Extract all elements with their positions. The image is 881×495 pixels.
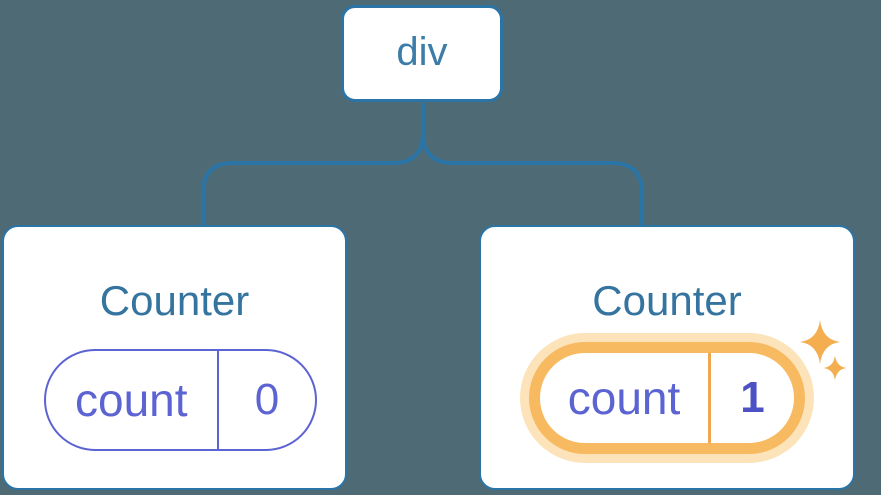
root-node: div (341, 5, 503, 102)
counter-left-title: Counter (99, 277, 250, 324)
counter-node-right: Counter count 1 (479, 225, 855, 490)
state-pill-highlighted: count 1 (529, 342, 805, 454)
state-value: 0 (254, 375, 280, 424)
sparkle-small-icon (823, 355, 847, 381)
sparkle-large-icon (800, 320, 840, 364)
sparkle-icon (800, 320, 847, 381)
counter-right-title: Counter (592, 277, 742, 324)
pill-divider (708, 353, 711, 443)
state-value: 1 (740, 373, 765, 422)
counter-node-left: Counter count 0 (2, 225, 347, 490)
state-pill-left: count 0 (44, 349, 317, 451)
connector-right-branch (421, 132, 644, 226)
root-node-label: div (396, 29, 448, 74)
state-key-label: count (74, 374, 188, 426)
state-key-label: count (567, 372, 681, 424)
pill-divider (216, 351, 219, 449)
connector-left-branch (201, 103, 425, 226)
